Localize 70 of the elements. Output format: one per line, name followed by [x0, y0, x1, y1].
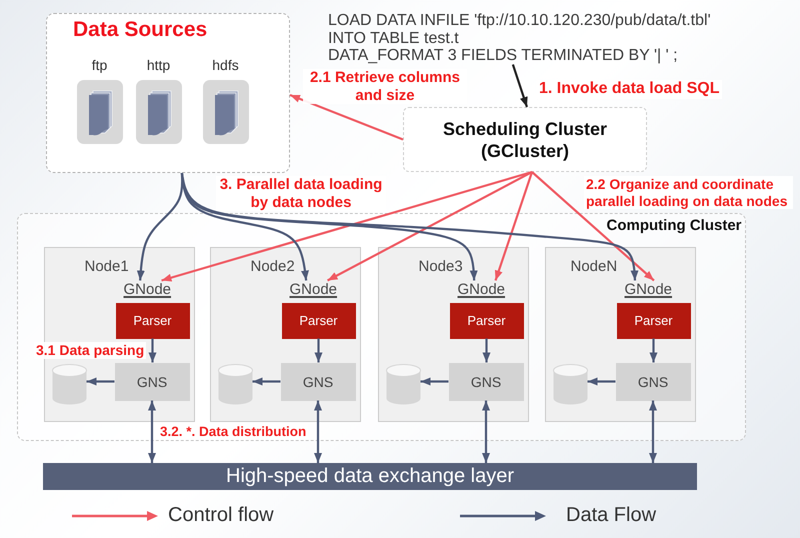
bar-label: High-speed data exchange layer [226, 465, 514, 488]
service-label: GNS [302, 374, 334, 390]
component-label: GNode [290, 280, 338, 298]
service-box [616, 362, 690, 400]
server-panel [544, 246, 696, 422]
parser-box [450, 302, 524, 338]
database-cylinder-icon [52, 364, 86, 404]
parser-box [116, 302, 190, 338]
service-label: GNS [136, 374, 168, 390]
process-label: Parser [467, 313, 506, 328]
legend-label: Data Flow [566, 504, 656, 527]
edge-label: 1. Invoke data load SQL [537, 80, 722, 99]
arrow [494, 172, 534, 281]
edge-label: 3.1 Data parsing [34, 342, 146, 359]
arrow [649, 400, 657, 463]
code-line: DATA_FORMAT 3 FIELDS TERMINATED BY '| ' ; [328, 47, 678, 64]
component-label: GNode [124, 280, 172, 298]
exchange-layer-bar [43, 463, 697, 490]
source-label: http [146, 56, 170, 74]
arrow [180, 172, 639, 281]
arrow [148, 400, 156, 463]
database-cylinder-icon [386, 364, 420, 404]
source-label: hdfs [212, 56, 239, 74]
process-label: Parser [133, 313, 172, 328]
service-label: GNS [470, 374, 502, 390]
code-line: LOAD DATA INFILE 'ftp://10.10.120.230/pub/data/t.tbl' [328, 12, 711, 30]
server-title: Node3 [418, 258, 463, 274]
component-label: GNode [624, 280, 672, 298]
panel-title: Computing Cluster [606, 216, 742, 234]
database-cylinder-icon [218, 364, 252, 404]
server-title: Node1 [84, 258, 129, 274]
arrow [180, 172, 478, 281]
arrow [650, 338, 658, 362]
arrow [314, 338, 322, 362]
service-label: GNS [638, 374, 668, 390]
arrow [482, 338, 490, 362]
arrow [420, 378, 448, 386]
code-line: INTO TABLE test.t [328, 30, 459, 47]
arrow [161, 170, 532, 282]
component-label: GNode [458, 280, 506, 298]
arrow [290, 94, 404, 141]
source-label: ftp [92, 56, 108, 74]
arrow [86, 378, 114, 386]
cluster-label: Scheduling Cluster (GCluster) [442, 118, 608, 162]
server-title: Node2 [250, 258, 295, 274]
arrow [512, 64, 528, 108]
arrow [327, 171, 533, 282]
arrow [252, 378, 280, 386]
server-title: NodeN [570, 258, 618, 274]
parser-box [282, 302, 356, 338]
database-cylinder-icon [552, 364, 588, 404]
service-box [280, 362, 356, 400]
cluster-box [403, 107, 647, 172]
server-panel [378, 246, 528, 422]
arrow [314, 400, 322, 463]
source-panel [46, 13, 290, 173]
process-label: Parser [299, 313, 338, 328]
arrow [531, 171, 655, 282]
arrow [588, 378, 616, 386]
arrow [148, 338, 156, 362]
panel-title: Data Sources [73, 18, 208, 42]
service-box [114, 362, 190, 400]
service-box [448, 362, 524, 400]
edge-label: 2.2 Organize and coordinate parallel loading on data nodes [584, 176, 793, 210]
legend-label: Control flow [168, 504, 274, 527]
arrow [482, 400, 490, 463]
parser-box [616, 302, 690, 338]
cluster-panel [17, 213, 746, 441]
server-panel [210, 246, 360, 422]
process-label: Parser [634, 313, 673, 328]
